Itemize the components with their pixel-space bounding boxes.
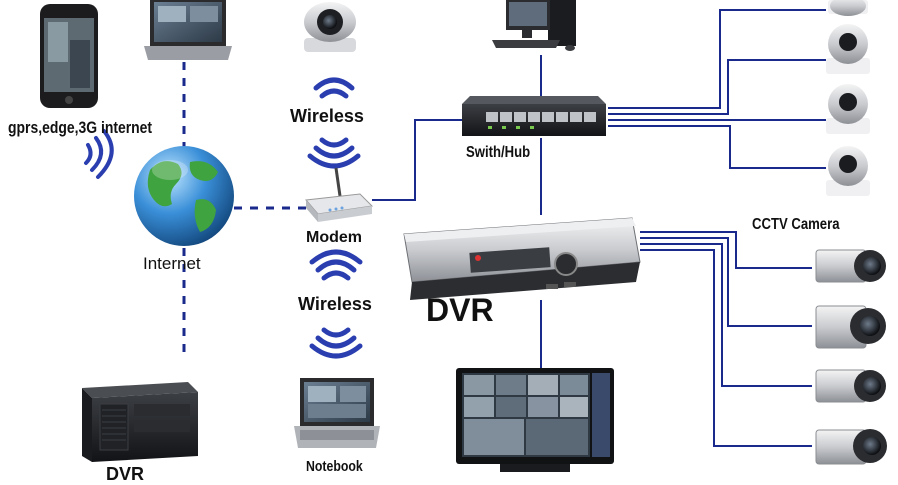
wireless-top-label: Wireless xyxy=(290,106,364,126)
notebook-icon xyxy=(294,378,380,448)
pc-dvr-label: DVR xyxy=(106,464,145,484)
bullet-camera-icon xyxy=(815,369,886,403)
switch-hub-icon xyxy=(462,96,606,136)
modem-switch-wire xyxy=(372,119,462,201)
switch-label: Swith/Hub xyxy=(466,144,531,161)
dvr-bullet3-wire xyxy=(640,243,812,387)
cctv-network-diagram xyxy=(40,0,887,472)
bullet-camera-icon xyxy=(815,429,887,465)
monitor-icon xyxy=(456,368,614,472)
cctv-camera-label: CCTV Camera xyxy=(752,216,840,233)
dvr-bullet1-wire xyxy=(640,231,812,269)
wifi-signal-icon xyxy=(307,77,361,169)
dome-camera-icon xyxy=(826,24,870,74)
modem-label: Modem xyxy=(306,229,362,246)
ip-camera-icon xyxy=(304,2,356,52)
dome-camera-icon xyxy=(826,84,870,134)
wifi-signal-icon xyxy=(84,129,114,179)
notebook-label: Notebook xyxy=(306,458,363,475)
rack-server-icon xyxy=(82,382,198,462)
dvr-label: DVR xyxy=(426,292,494,328)
dvr-recorder-icon xyxy=(403,217,641,300)
globe-icon xyxy=(134,146,234,246)
dvr-bullet2-wire xyxy=(640,237,812,327)
switch-dome2-wire xyxy=(608,59,826,115)
wifi-signal-icon xyxy=(309,249,363,359)
dome-camera-icon xyxy=(826,146,870,196)
wireless-bottom-label: Wireless xyxy=(298,294,372,314)
dvr-bullet4-wire xyxy=(640,249,812,447)
switch-dome1-wire xyxy=(608,9,826,109)
dashed-links xyxy=(182,62,306,360)
bullet-camera-icon xyxy=(815,249,886,283)
switch-dome4-wire xyxy=(608,125,826,169)
desktop-pc-icon xyxy=(492,0,576,51)
modem-icon xyxy=(305,167,374,222)
bullet-camera-icon xyxy=(815,305,886,349)
gprs-label: gprs,edge,3G internet xyxy=(8,118,153,137)
smartphone-icon xyxy=(40,4,98,108)
internet-label: Internet xyxy=(143,254,201,273)
wired-links xyxy=(372,9,826,447)
laptop-icon xyxy=(144,0,232,60)
dome-camera-icon xyxy=(828,0,868,16)
